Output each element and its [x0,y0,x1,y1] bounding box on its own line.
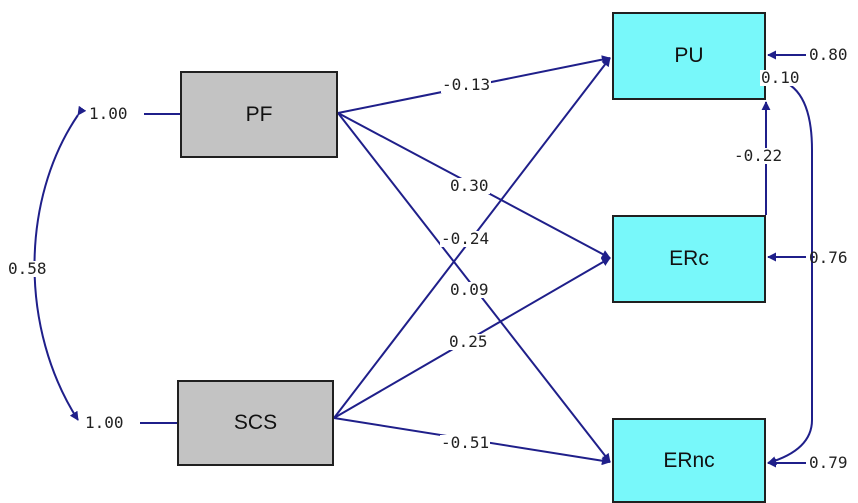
path-label-pf-ernc: 0.09 [449,280,490,299]
variance-label-ernc: 0.79 [809,453,848,472]
variance-label-erc: 0.76 [809,248,848,267]
correlation-label-pu-ernc: 0.10 [760,68,801,87]
path-label-pf-pu: -0.13 [441,75,492,94]
variable-label-pu: PU [674,44,704,67]
variable-label-pf: PF [245,102,273,126]
path-label-scs-pu: -0.24 [440,229,491,248]
variable-box-pf: PF [180,71,338,158]
path-label-pf-erc: 0.30 [449,176,490,195]
correlation-label-pf-scs: 0.58 [7,259,48,278]
path-label-scs-ernc: -0.51 [440,433,491,452]
variance-label-pf: 1.00 [89,104,128,123]
variable-label-erc: ERc [669,247,709,270]
variable-box-ernc: ERnc [612,418,766,503]
variance-label-pu: 0.80 [809,45,848,64]
variable-label-scs: SCS [233,411,278,434]
variance-label-scs: 1.00 [85,413,124,432]
path-label-erc-pu: -0.22 [733,146,784,165]
variable-box-erc: ERc [612,215,766,303]
variable-box-scs: SCS [177,380,334,466]
variable-box-pu: PU [612,12,766,100]
correlation-curve-pu-ernc [759,73,813,466]
variable-label-ernc: ERnc [663,448,715,472]
path-label-scs-erc: 0.25 [448,332,489,351]
